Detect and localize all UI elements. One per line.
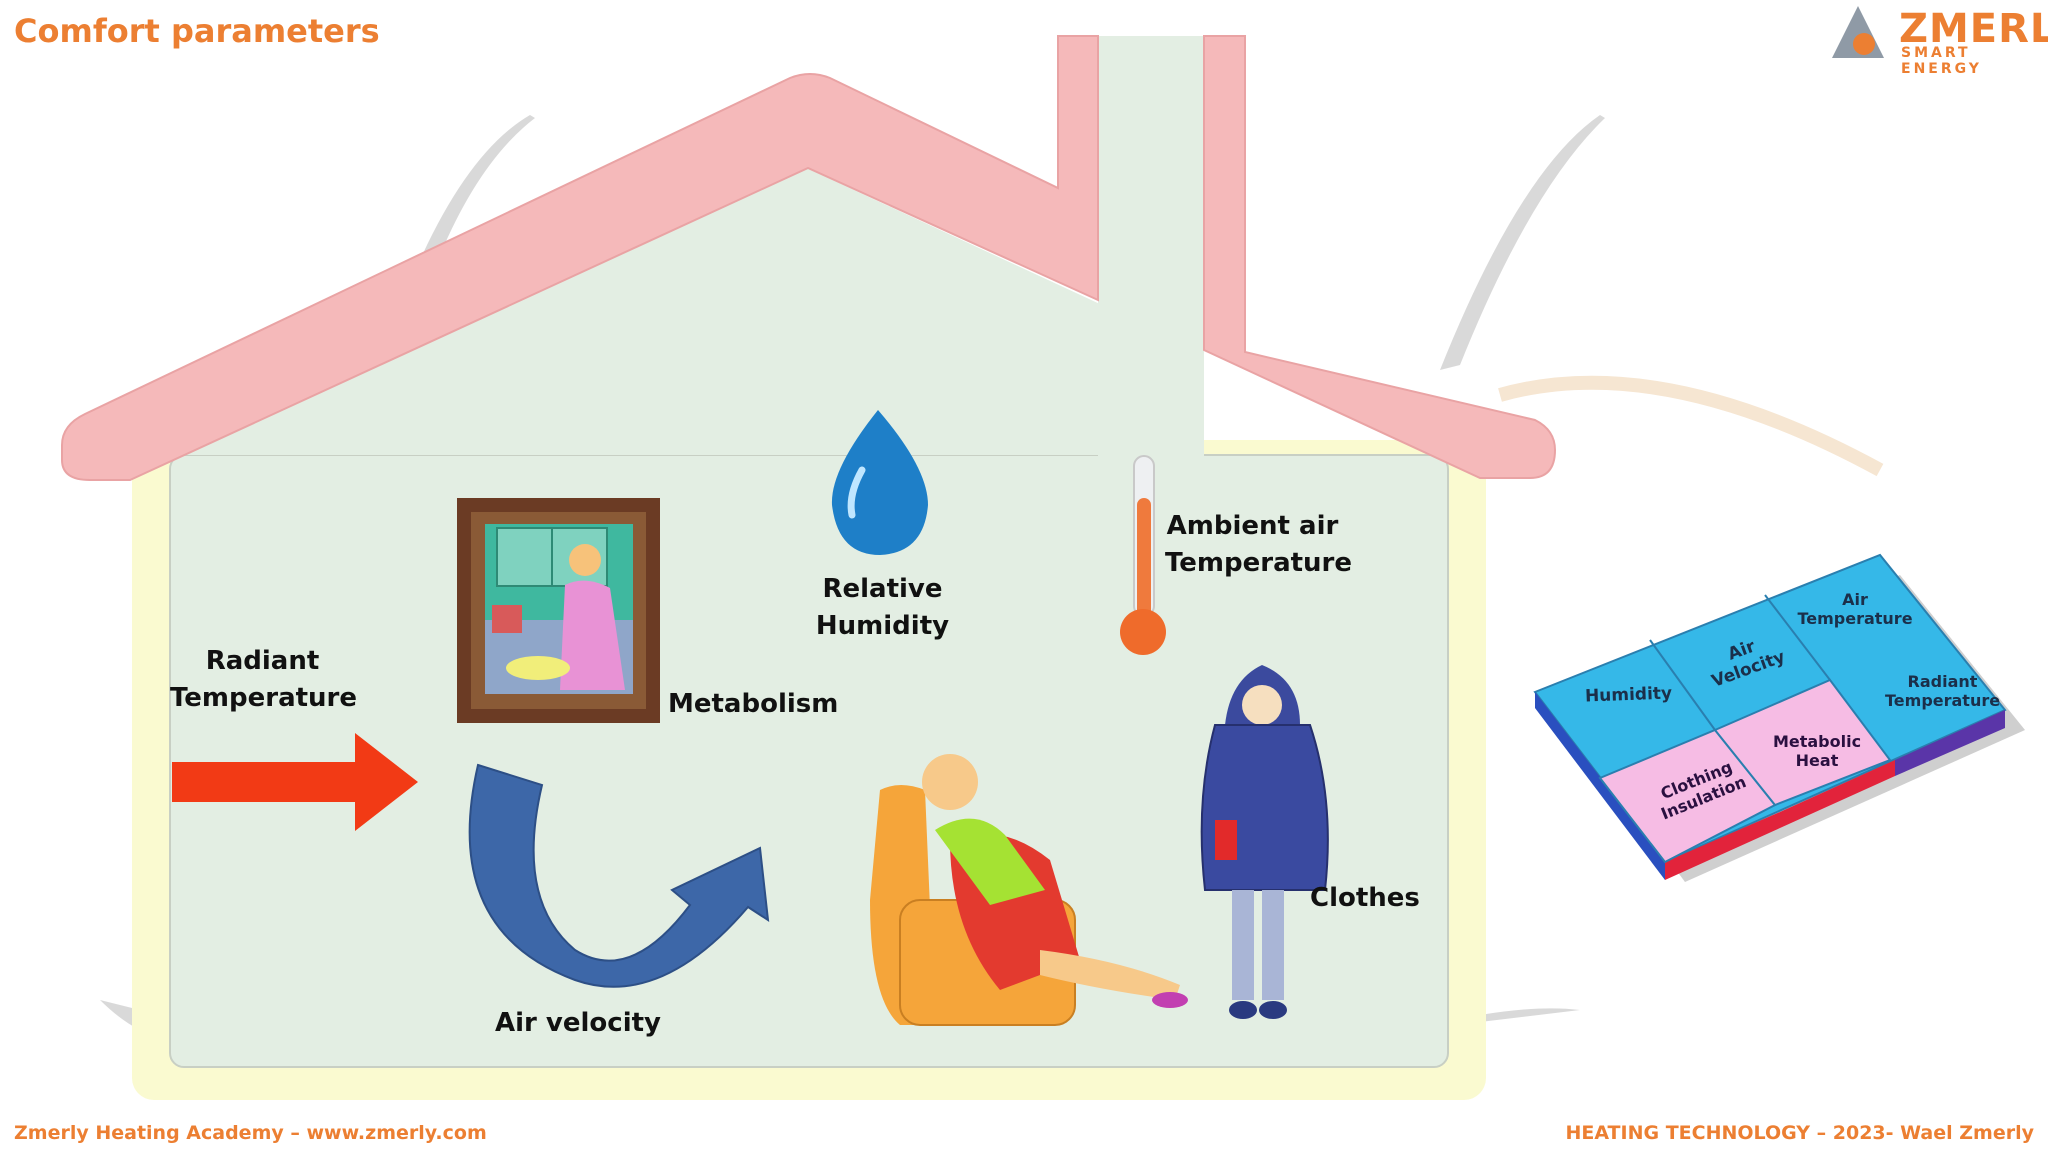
background-swoosh-right xyxy=(1440,115,1605,370)
label-ambient-line1: Ambient air xyxy=(1166,511,1339,541)
attic-interior xyxy=(170,165,1102,455)
label-ambient-air-temperature: Ambient air Temperature xyxy=(1165,508,1353,582)
radiant-arrow xyxy=(172,733,418,831)
woman-armchair-illustration xyxy=(870,754,1188,1026)
label-radiant-temperature: Radiant Temperature xyxy=(170,643,358,717)
label-metabolism: Metabolism xyxy=(668,689,839,719)
label-clothes: Clothes xyxy=(1310,883,1420,913)
zmerly-logo xyxy=(1820,0,2048,70)
roof-right xyxy=(1203,35,1557,479)
background-swoosh-bottom-right xyxy=(1480,1008,1580,1022)
label-radiant-line1: Radiant xyxy=(205,646,320,676)
chimney-interior xyxy=(1098,36,1204,456)
footer-right: HEATING TECHNOLOGY – 2023- Wael Zmerly xyxy=(1565,1122,2034,1144)
label-radiant-line2: Temperature xyxy=(170,683,358,713)
thermometer-icon xyxy=(1120,455,1166,655)
background-swoosh-bottom-left xyxy=(100,1000,140,1030)
roof xyxy=(61,35,1099,481)
footer-left: Zmerly Heating Academy – www.zmerly.com xyxy=(14,1122,487,1144)
label-ambient-line2: Temperature xyxy=(1165,548,1353,578)
logo-tagline: SMART ENERGY xyxy=(1901,45,1982,77)
background-swoosh-left xyxy=(420,115,535,260)
air-velocity-arrow xyxy=(468,763,770,988)
label-air-velocity: Air velocity xyxy=(495,1008,661,1038)
logo-name: ZMERLY xyxy=(1899,6,2048,52)
puzzle-illustration xyxy=(1533,553,2025,882)
slide-title: Comfort parameters xyxy=(14,12,380,50)
metabolism-picture xyxy=(457,498,660,723)
girl-coat-illustration xyxy=(1200,665,1329,1019)
water-drop-icon xyxy=(831,410,928,555)
label-relative-humidity: Relative Humidity xyxy=(815,574,950,641)
background-arc xyxy=(1498,375,1884,477)
logo-icon xyxy=(1832,6,1884,58)
